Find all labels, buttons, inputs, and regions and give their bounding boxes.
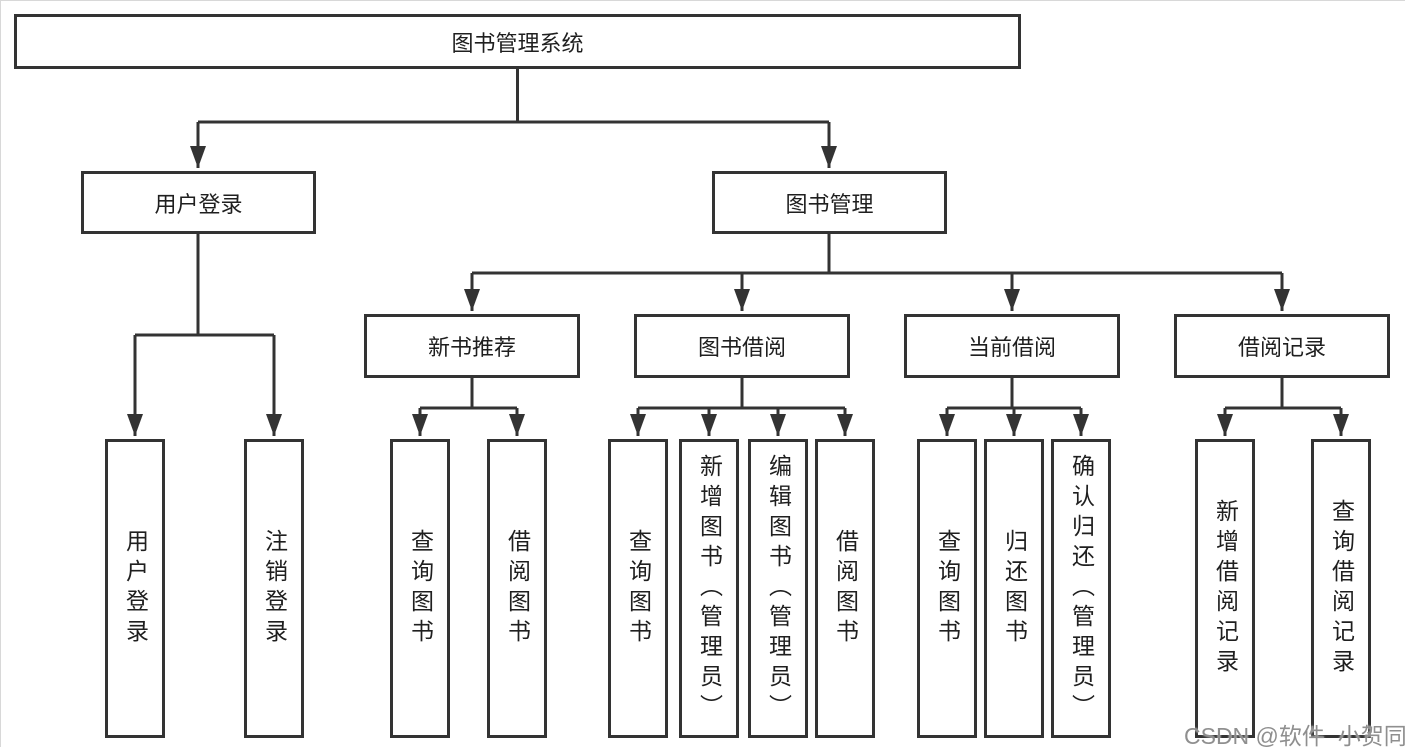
node-label: 确认归还（管理员） [1068,453,1095,724]
leaf-add-book-admin: 新增图书（管理员） [679,439,739,738]
node-label: 借阅记录 [1237,335,1326,360]
node-label: 图书借阅 [697,335,786,360]
node-label: 查询借阅记录 [1328,498,1355,679]
node-label: 新书推荐 [427,335,516,360]
node-book-management: 图书管理 [712,171,947,234]
leaf-borrow-books-bookborrow: 借阅图书 [815,439,875,738]
node-label: 借阅图书 [832,528,859,649]
node-label: 用户登录 [122,528,149,649]
node-label: 查询图书 [625,528,652,649]
leaf-add-borrow-record: 新增借阅记录 [1195,439,1255,738]
connector-borrowrecord-to-leaves [1217,378,1349,436]
node-label: 归还图书 [1001,528,1028,649]
node-label: 新增借阅记录 [1212,498,1239,679]
node-current-borrow: 当前借阅 [904,314,1120,378]
connector-bookmgmt-to-level3 [464,234,1290,311]
connector-bookborrow-to-leaves [630,378,853,436]
leaf-user-login: 用户登录 [105,439,165,738]
node-label: 借阅图书 [504,528,531,649]
node-label: 图书管理 [785,191,874,217]
node-label: 当前借阅 [967,335,1056,360]
leaf-return-books: 归还图书 [984,439,1044,738]
node-label: 查询图书 [934,528,961,649]
leaf-logout: 注销登录 [244,439,304,738]
leaf-query-borrow-record: 查询借阅记录 [1311,439,1371,738]
node-label: 图书管理系统 [451,30,584,56]
connector-currentborrow-to-leaves [939,378,1089,436]
csdn-watermark: CSDN @软件_小贺同学 [1184,723,1405,747]
node-book-borrow: 图书借阅 [634,314,850,378]
node-borrow-record: 借阅记录 [1174,314,1390,378]
leaf-query-books-bookborrow: 查询图书 [608,439,668,738]
node-user-login: 用户登录 [81,171,316,234]
leaf-confirm-return-admin: 确认归还（管理员） [1051,439,1111,738]
leaf-query-books-currentborrow: 查询图书 [917,439,977,738]
connector-root-to-level2 [190,69,837,168]
node-new-book-recommend: 新书推荐 [364,314,580,378]
node-label: 注销登录 [261,528,288,649]
node-label: 编辑图书（管理员） [765,453,792,724]
leaf-query-books-newbook: 查询图书 [390,439,450,738]
node-label: 查询图书 [407,528,434,649]
node-label: 新增图书（管理员） [696,453,723,724]
node-library-management-system: 图书管理系统 [14,14,1021,69]
connector-userlogin-to-leaves [127,234,282,436]
leaf-borrow-books-newbook: 借阅图书 [487,439,547,738]
leaf-edit-book-admin: 编辑图书（管理员） [748,439,808,738]
connector-newbook-to-leaves [412,378,525,436]
node-label: 用户登录 [154,191,243,217]
